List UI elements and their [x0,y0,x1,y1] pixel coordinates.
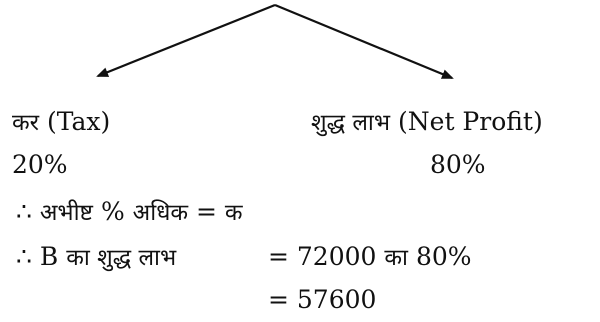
ka-letter: क [224,200,243,226]
therefore-symbol: ∴ [16,242,32,271]
equals-sign: = [268,285,289,314]
b-letter: B [39,242,59,271]
right-arrow [274,3,454,80]
net-profit-label-english: (Net Profit) [398,107,543,136]
net-profit-label: शुद्ध लाभ (Net Profit) [311,107,543,138]
percent-80: 80% [415,242,472,271]
required-percent-line: ∴ अभीष्ट % अधिक = क [16,197,243,228]
equals-sign: = [195,197,217,226]
amount-72000: 72000 [296,242,377,271]
tax-value: 20% [12,150,68,179]
b-net-profit-expression: = 72000 का 80% [268,242,472,273]
required-word: अभीष्ट [39,200,93,226]
result-line: = 57600 [268,285,376,315]
therefore-symbol: ∴ [16,197,32,226]
tax-label: कर (Tax) [12,107,110,138]
tax-label-english: (Tax) [47,107,111,136]
left-arrow [96,3,276,78]
b-net-profit-line: ∴ B का शुद्ध लाभ [16,242,176,273]
ka-word: का [384,245,409,271]
net-profit-value: 80% [430,150,486,179]
percent-symbol: % [100,197,125,226]
more-word: अधिक [132,200,189,226]
result-57600: 57600 [296,285,377,314]
split-arrows-diagram [96,3,454,80]
tax-label-hindi: कर [12,110,40,136]
net-profit-label-hindi: शुद्ध लाभ [311,110,391,136]
b-net-profit-hindi: का शुद्ध लाभ [66,245,177,271]
equals-sign: = [268,242,289,271]
